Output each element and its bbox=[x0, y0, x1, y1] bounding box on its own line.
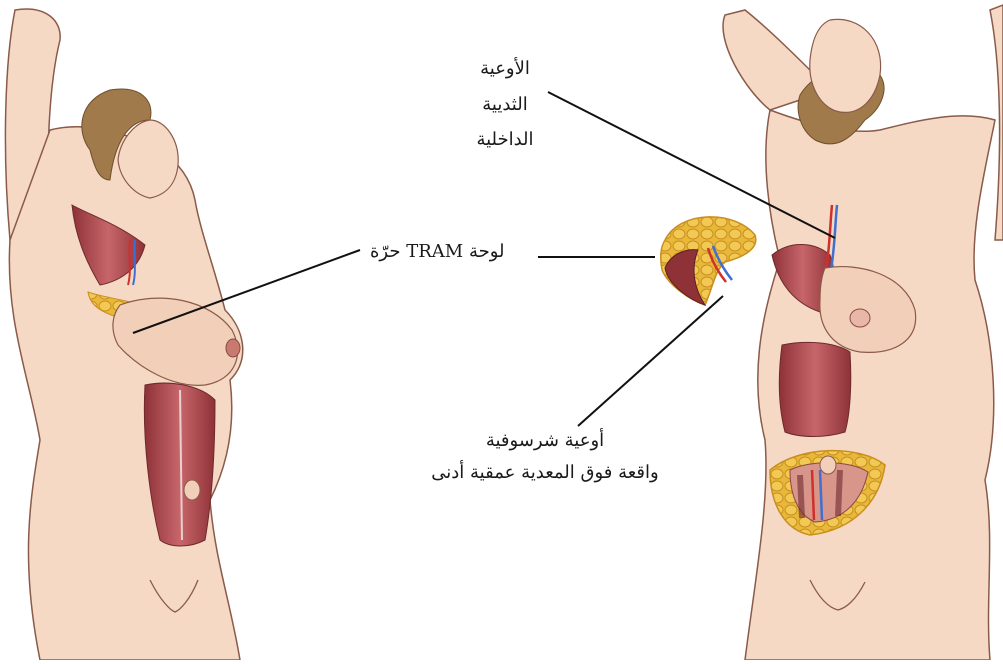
label-line: الداخلية bbox=[440, 129, 570, 151]
label-line: الأوعية bbox=[440, 58, 570, 80]
left-figure-navel bbox=[184, 480, 200, 500]
free-tram-flap bbox=[661, 217, 756, 305]
label-line: الثديية bbox=[440, 94, 570, 116]
label-line: واقعة فوق المعدية عمقية أدنى bbox=[395, 462, 695, 484]
left-figure bbox=[5, 9, 242, 660]
label-free-tram-flap: لوحة TRAM حرّة bbox=[370, 241, 505, 263]
right-figure-face bbox=[810, 19, 881, 112]
left-figure-nipple bbox=[226, 339, 240, 357]
right-figure-navel bbox=[820, 456, 836, 474]
left-figure-torso bbox=[9, 127, 242, 660]
right-figure-nipple bbox=[850, 309, 870, 327]
label-line: أوعية شرسوفية bbox=[395, 430, 695, 452]
label-deep-inferior-epigastric-vessels: أوعية شرسوفية واقعة فوق المعدية عمقية أد… bbox=[395, 430, 695, 493]
leader-line-epigastric bbox=[578, 296, 723, 426]
label-internal-mammary-vessels: الأوعية الثديية الداخلية bbox=[440, 58, 570, 165]
right-figure-rectus-muscle bbox=[779, 342, 850, 436]
right-figure bbox=[723, 5, 1003, 660]
